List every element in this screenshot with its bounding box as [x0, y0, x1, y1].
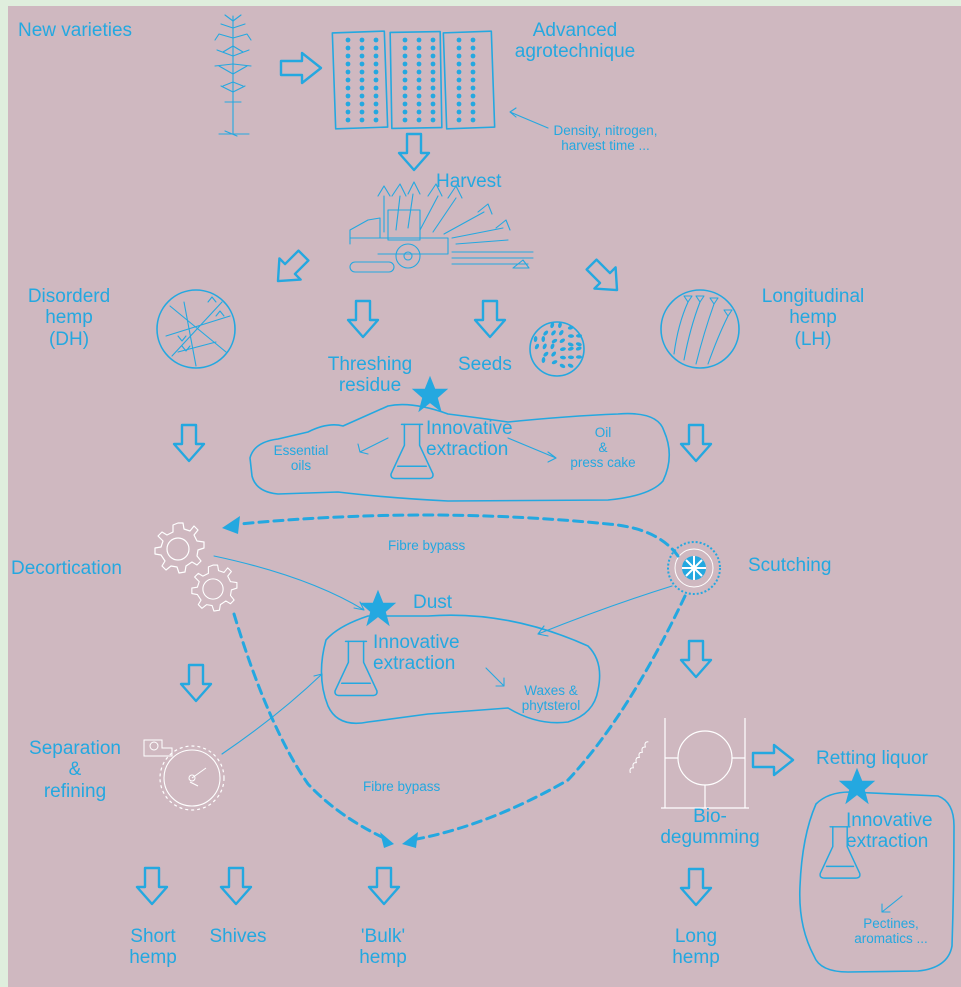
label-separation-refining: Separation & refining: [29, 738, 121, 802]
label-scutching: Scutching: [748, 555, 832, 576]
hollow-down-arrow-icon: [219, 866, 253, 906]
label-density-note: Density, nitrogen, harvest time ...: [553, 123, 658, 154]
gear-icon: [154, 522, 205, 574]
hollow-down-arrow-icon: [135, 866, 169, 906]
separator-drum-icon: [143, 739, 225, 811]
field-plots-icon: [331, 30, 496, 130]
extraction-blob-3: [798, 791, 955, 973]
star-icon: [838, 767, 876, 805]
flask-icon: [334, 640, 378, 697]
extraction-blob-2: [320, 614, 601, 725]
degumming-tank-icon: [629, 718, 749, 809]
label-disordered-hemp: Disorderd hemp (DH): [27, 286, 111, 350]
gear-icon: [191, 564, 238, 612]
hollow-down-arrow-icon: [172, 423, 206, 463]
flow-diagram: [135, 14, 955, 973]
label-decortication: Decortication: [11, 558, 122, 579]
hollow-down-arrow-icon: [397, 132, 431, 172]
star-icon: [359, 589, 397, 627]
label-threshing-residue: Threshing residue: [327, 354, 413, 397]
extraction-blob-1: [249, 403, 671, 502]
hollow-down-arrow-icon: [367, 866, 401, 906]
longitudinal-fibre-icon: [660, 289, 740, 369]
label-innovative-extraction-2: Innovative extraction: [373, 632, 460, 675]
label-dust: Dust: [413, 592, 453, 613]
label-pectines-aromatics: Pectines, aromatics ...: [854, 916, 928, 947]
label-long-hemp: Long hemp: [672, 926, 720, 969]
down-arrows: [135, 51, 795, 907]
label-seeds: Seeds: [458, 354, 512, 375]
hollow-down-arrow-icon: [679, 639, 713, 679]
label-innovative-extraction-3: Innovative extraction: [846, 810, 933, 853]
label-waxes-phytsterol: Waxes & phytsterol: [521, 683, 581, 714]
connector-arrows: [213, 107, 673, 755]
label-shives: Shives: [209, 926, 267, 947]
label-innovative-extraction-1: Innovative extraction: [426, 418, 513, 461]
label-short-hemp: Short hemp: [129, 926, 177, 969]
tractor-harvester-icon: [349, 181, 534, 273]
hollow-down-left-arrow-icon: [276, 249, 310, 283]
label-harvest: Harvest: [436, 171, 502, 192]
seeds-icon: [529, 321, 585, 377]
label-essential-oils: Essential oils: [273, 443, 329, 474]
label-bulk-hemp: 'Bulk' hemp: [359, 926, 407, 969]
hollow-down-arrow-icon: [679, 423, 713, 463]
label-longitudinal-hemp: Longitudinal hemp (LH): [761, 286, 865, 350]
hollow-down-arrow-icon: [679, 867, 713, 907]
disordered-fibre-icon: [156, 289, 236, 369]
diagram-canvas: New varieties Advanced agrotechnique Den…: [8, 6, 961, 987]
label-oil-press-cake: Oil & press cake: [570, 425, 636, 471]
hollow-right-arrow-icon: [751, 743, 795, 777]
fibre-bypass-lines: [222, 513, 687, 848]
scutching-turbine-icon: [667, 541, 721, 595]
hollow-down-arrow-icon: [346, 299, 380, 339]
label-fibre-bypass-bottom: Fibre bypass: [363, 779, 441, 794]
label-fibre-bypass-top: Fibre bypass: [388, 538, 466, 553]
hemp-plant-icon: [214, 14, 252, 137]
hollow-right-arrow-icon: [279, 51, 323, 85]
label-new-varieties: New varieties: [18, 20, 133, 41]
label-advanced-agrotechnique: Advanced agrotechnique: [514, 20, 636, 63]
hollow-down-arrow-icon: [179, 663, 213, 703]
hollow-down-right-arrow-icon: [585, 258, 619, 292]
label-bio-degumming: Bio- degumming: [660, 806, 760, 849]
label-retting-liquor: Retting liquor: [816, 748, 928, 769]
hollow-down-arrow-icon: [473, 299, 507, 339]
